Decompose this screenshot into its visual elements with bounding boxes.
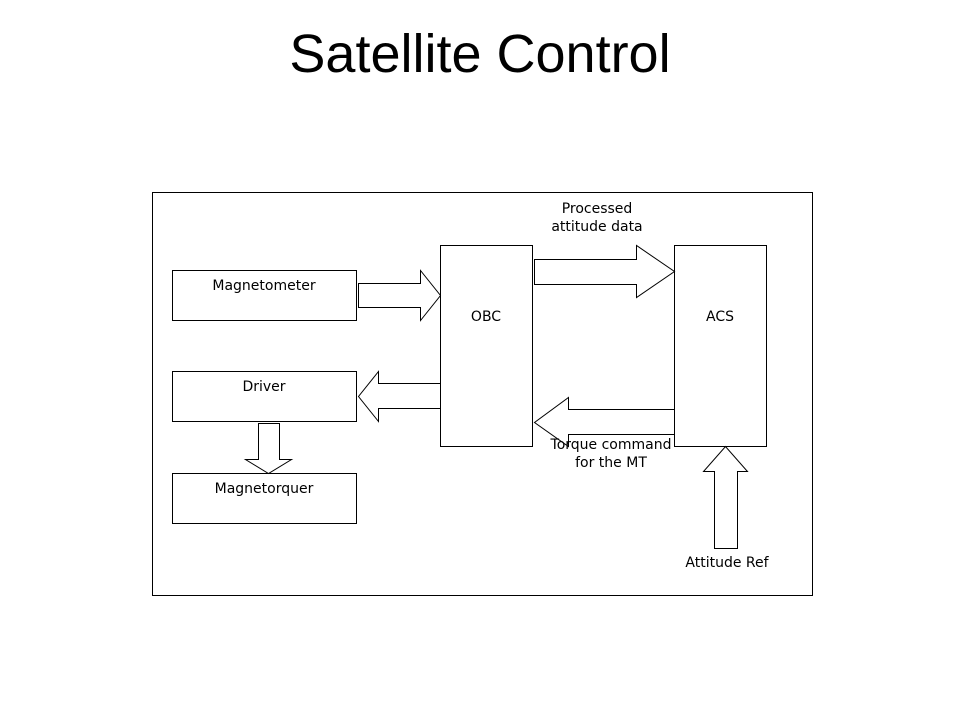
- processed-data-label-line2: attitude data: [551, 219, 642, 235]
- attitude-ref-label: Attitude Ref: [685, 555, 769, 571]
- driver-label: Driver: [242, 379, 285, 395]
- driver-block: [172, 371, 357, 422]
- arrow-driver-to-magnetorquer: [243, 423, 294, 475]
- processed-data-label-line1: Processed: [562, 201, 633, 217]
- magnetometer-block: [172, 270, 357, 321]
- magnetorquer-block: [172, 473, 357, 524]
- arrow-attitude-ref-to-acs: [702, 445, 749, 549]
- arrow-obc-to-driver: [357, 370, 441, 423]
- acs-block: [674, 245, 767, 447]
- obc-label: OBC: [471, 309, 501, 325]
- torque-command-label-line2: for the MT: [575, 455, 647, 471]
- torque-command-label-line1: Torque command: [550, 437, 672, 453]
- obc-block: [440, 245, 533, 447]
- magnetorquer-label: Magnetorquer: [215, 481, 314, 497]
- slide-title: Satellite Control: [289, 24, 671, 84]
- arrow-obc-to-acs: [534, 244, 676, 299]
- arrow-acs-to-obc: [533, 396, 675, 448]
- magnetometer-label: Magnetometer: [212, 278, 315, 294]
- acs-label: ACS: [706, 309, 734, 325]
- arrow-magnetometer-to-obc: [358, 269, 442, 322]
